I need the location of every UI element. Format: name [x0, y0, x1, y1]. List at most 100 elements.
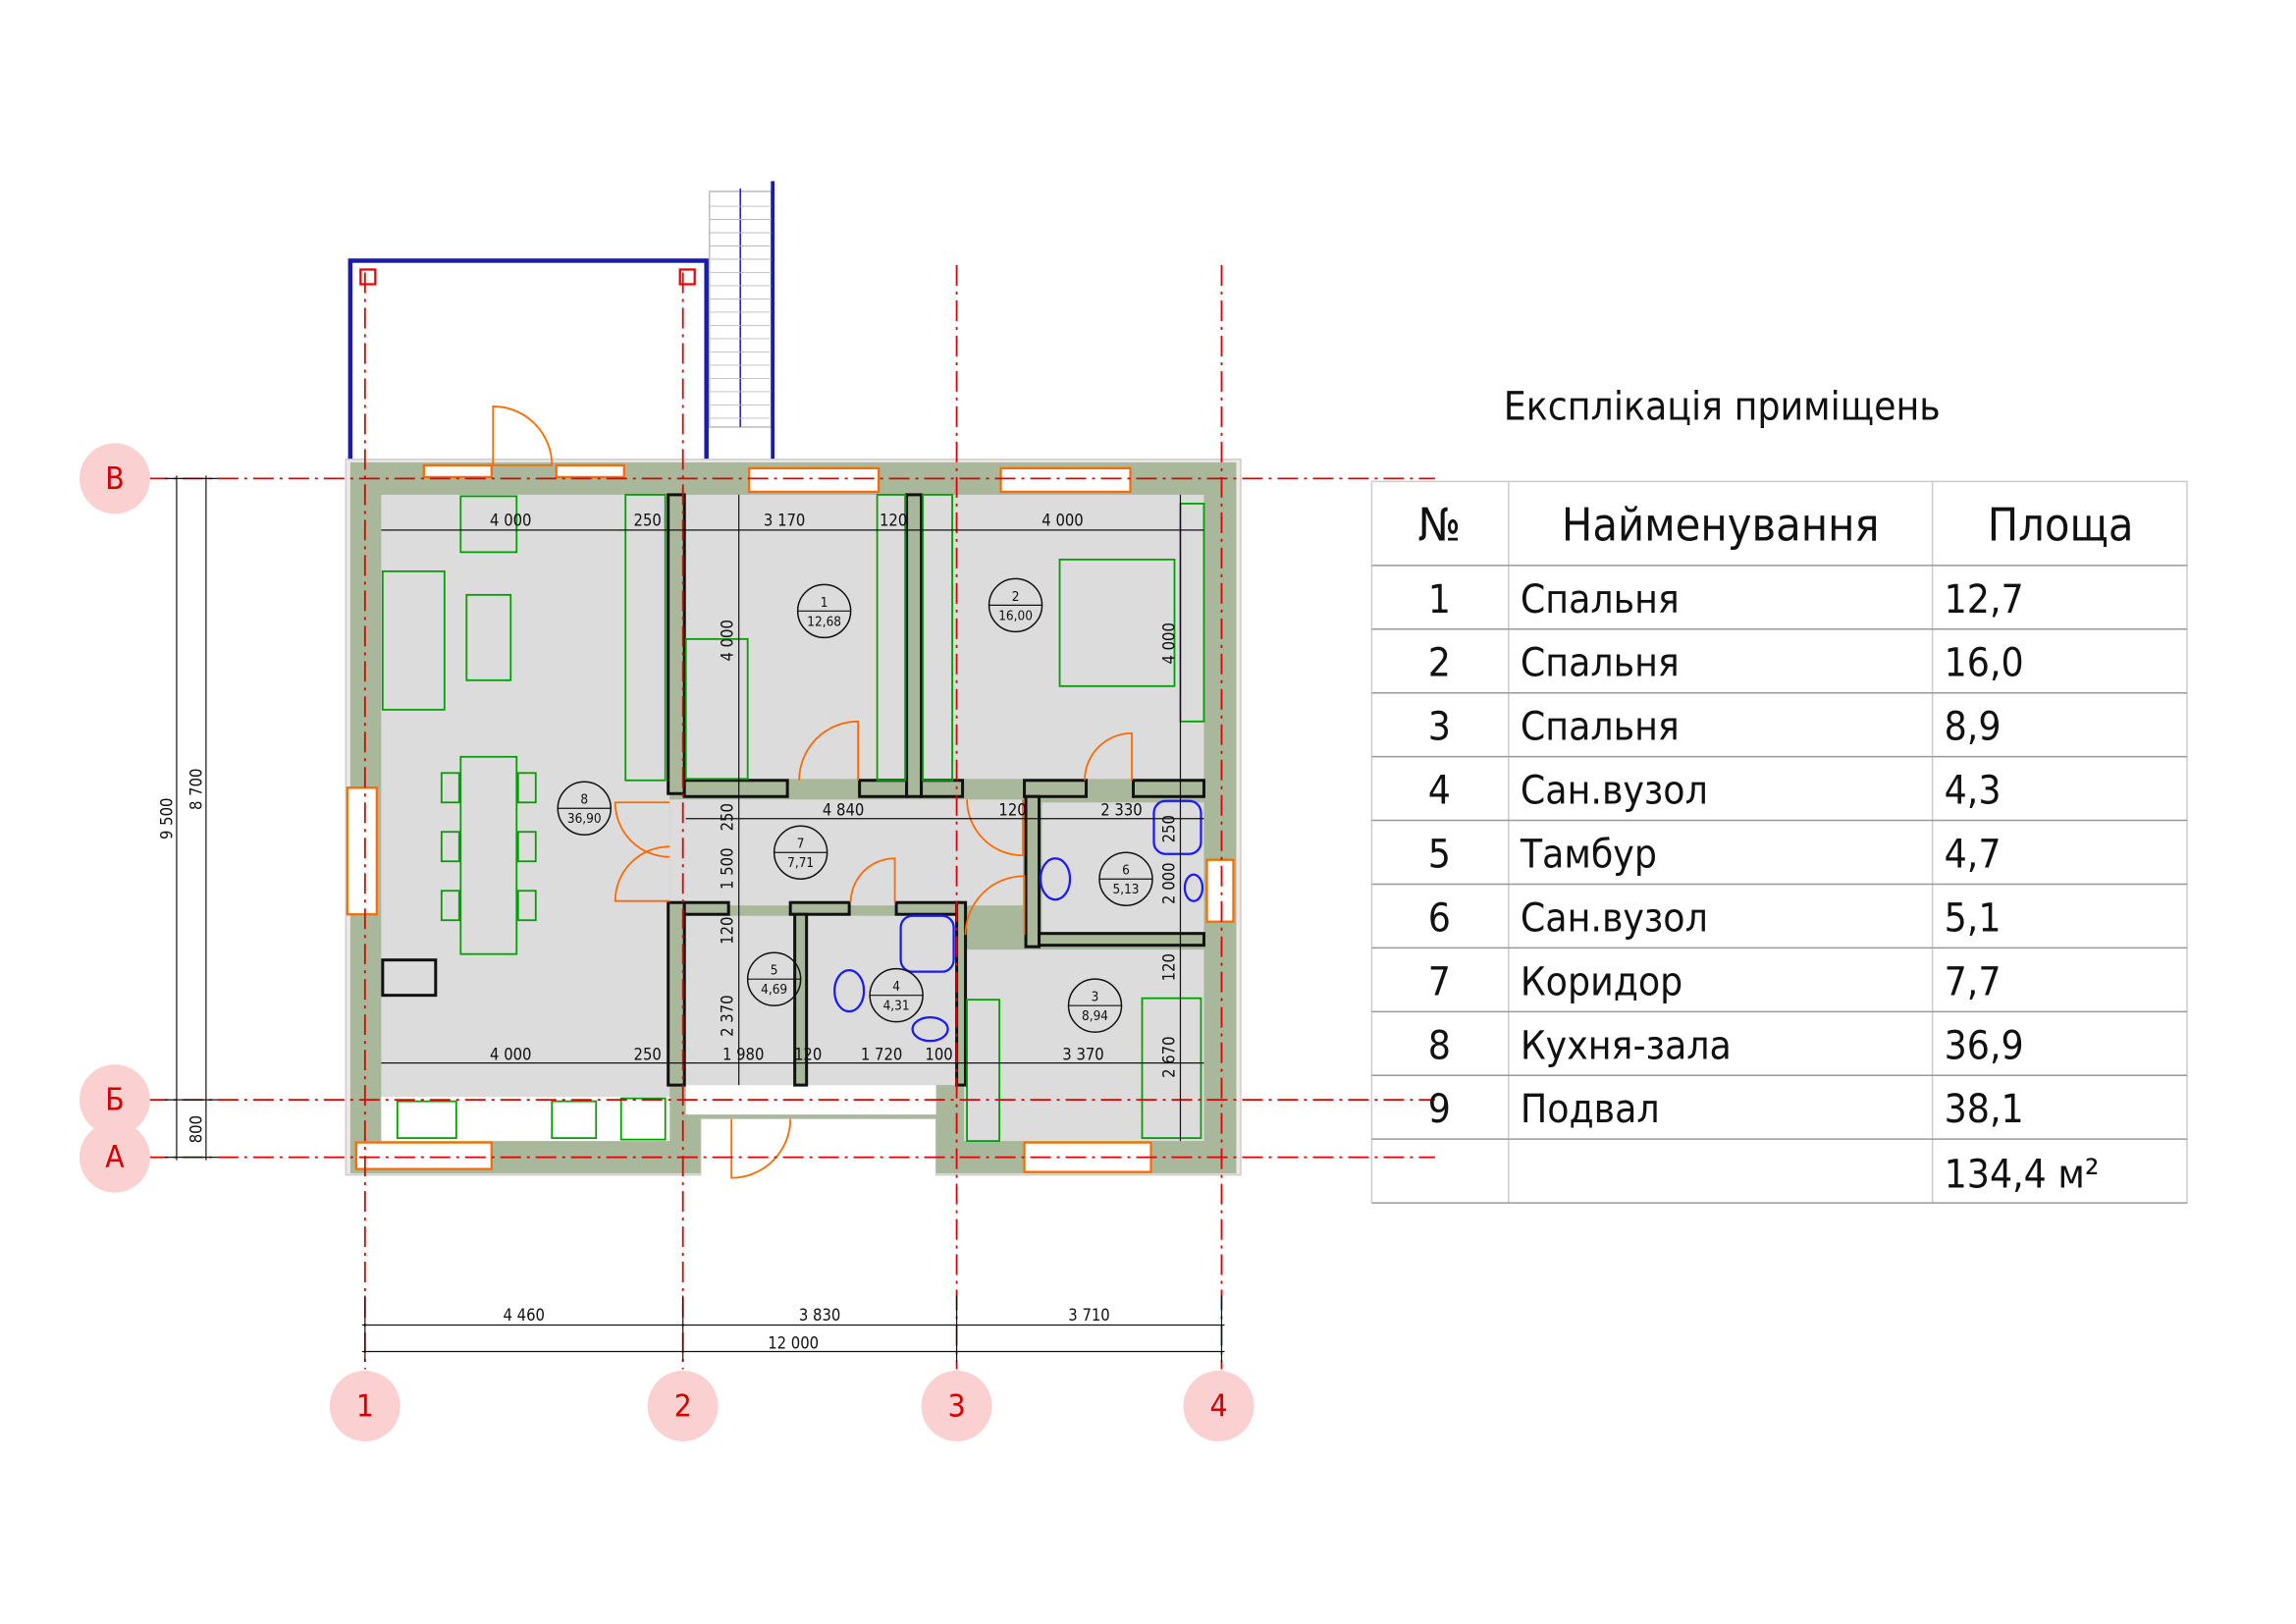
room-4-floor — [808, 915, 957, 1086]
row-number: 3 — [1428, 703, 1451, 750]
building-walls — [345, 406, 1242, 1179]
row-name: Спальня — [1521, 639, 1680, 686]
axis-label: В — [105, 461, 124, 497]
axis-bubble-col-2: 2 — [647, 1371, 719, 1441]
axis-label: 4 — [1209, 1388, 1227, 1424]
room-number: 3 — [1092, 990, 1099, 1005]
row-area: 5,1 — [1945, 893, 2002, 941]
row-number: 6 — [1428, 893, 1451, 941]
dim-top-5: 4 000 — [1041, 511, 1083, 529]
row-name: Сан.вузол — [1521, 893, 1708, 941]
row-number: 7 — [1428, 957, 1451, 1004]
axis-bubble-row-0: В — [79, 443, 150, 514]
row-number: 1 — [1428, 575, 1451, 623]
room-tag-5: 54,69 — [746, 951, 802, 1006]
row-area: 8,9 — [1945, 703, 2002, 750]
dim-vert-2: 4 000 — [1159, 623, 1178, 664]
dim-mid-1: 4 840 — [823, 801, 864, 820]
room-8-floor — [381, 494, 670, 1099]
dim-low-5: 1 720 — [861, 1046, 902, 1064]
row-number: 5 — [1428, 831, 1451, 878]
room-number: 8 — [580, 792, 588, 808]
room-area: 5,13 — [1113, 882, 1140, 897]
table-row: 1 Спальня 12,7 — [1428, 575, 2024, 623]
row-number: 4 — [1428, 767, 1451, 814]
dim-bottom-2: 3 830 — [799, 1306, 840, 1325]
table-header-name: Найменування — [1562, 498, 1880, 551]
row-number: 8 — [1428, 1021, 1451, 1068]
room-tag-6: 65,13 — [1098, 851, 1153, 906]
row-number: 9 — [1428, 1085, 1451, 1132]
axis-label: А — [105, 1140, 125, 1175]
dim-top-4: 120 — [880, 511, 907, 529]
room-tag-4: 44,31 — [869, 967, 924, 1023]
dim-low-6: 100 — [925, 1046, 952, 1064]
row-name: Кухня-зала — [1521, 1021, 1732, 1068]
row-name: Подвал — [1521, 1085, 1660, 1132]
dim-mid-3: 2 330 — [1100, 801, 1142, 820]
table-row: 6 Сан.вузол 5,1 — [1428, 893, 2002, 941]
row-area: 7,7 — [1945, 957, 2002, 1004]
dim-vert-4: 1 500 — [719, 847, 737, 889]
row-number: 2 — [1428, 639, 1451, 686]
dim-low-4: 120 — [794, 1046, 822, 1064]
table-header-no: № — [1418, 498, 1462, 551]
axis-label: 1 — [356, 1388, 374, 1424]
dim-left-main: 8 700 — [187, 769, 205, 810]
row-name: Сан.вузол — [1521, 767, 1708, 814]
schedule-title: Експлікація приміщень — [1504, 382, 1941, 429]
axis-bubble-col-1: 1 — [329, 1371, 400, 1441]
dim-vert-6: 2 370 — [719, 995, 737, 1036]
row-area: 4,7 — [1945, 831, 2002, 878]
room-number: 6 — [1122, 863, 1130, 879]
dim-vert-7: 2 000 — [1159, 862, 1178, 903]
room-7-floor — [669, 799, 1024, 906]
room-number: 5 — [771, 963, 778, 979]
dim-top-1: 4 000 — [490, 511, 531, 529]
dim-low-2: 250 — [634, 1046, 662, 1064]
room-area: 16,00 — [998, 608, 1033, 623]
dim-vert-5: 120 — [719, 917, 737, 945]
room-tag-8: 836,90 — [557, 781, 612, 836]
room-area: 4,69 — [761, 982, 787, 998]
room-area: 7,71 — [787, 855, 814, 871]
grid-axes — [146, 264, 1435, 1370]
room-5-floor — [685, 915, 794, 1086]
dim-low-7: 3 370 — [1062, 1046, 1103, 1064]
dim-low-3: 1 980 — [722, 1046, 764, 1064]
row-name: Спальня — [1521, 575, 1680, 623]
room-number: 2 — [1012, 589, 1020, 605]
row-name: Тамбур — [1520, 831, 1657, 878]
table-total-area: 134,4 м² — [1945, 1151, 2100, 1198]
dim-left-total: 9 500 — [157, 798, 176, 839]
row-area: 4,3 — [1945, 767, 2002, 814]
dim-vert-9: 2 670 — [1159, 1036, 1178, 1077]
dim-vert-10: 250 — [1159, 815, 1178, 842]
row-area: 38,1 — [1945, 1085, 2024, 1132]
dim-vert-8: 120 — [1159, 953, 1178, 981]
axis-label: 2 — [674, 1388, 692, 1424]
dim-bottom-3: 3 710 — [1068, 1306, 1109, 1325]
room-area: 4,31 — [883, 999, 910, 1014]
dim-top-2: 250 — [634, 511, 662, 529]
room-area: 8,94 — [1082, 1008, 1108, 1024]
room-2-floor — [923, 494, 1204, 780]
room-tag-3: 38,94 — [1067, 978, 1123, 1033]
axis-bubble-col-3: 3 — [921, 1371, 992, 1441]
table-row: 5 Тамбур 4,7 — [1428, 831, 2002, 878]
dim-low-1: 4 000 — [490, 1046, 531, 1064]
dim-left-porch: 800 — [187, 1115, 205, 1143]
dim-mid-2: 120 — [998, 801, 1026, 820]
dim-top-3: 3 170 — [764, 511, 805, 529]
room-tag-1: 112,68 — [796, 583, 852, 639]
axis-label: 3 — [948, 1388, 966, 1424]
table-row: 9 Подвал 38,1 — [1428, 1085, 2024, 1132]
row-area: 12,7 — [1945, 575, 2024, 623]
dimensions — [164, 475, 1225, 1363]
axis-bubble-col-4: 4 — [1183, 1371, 1255, 1441]
